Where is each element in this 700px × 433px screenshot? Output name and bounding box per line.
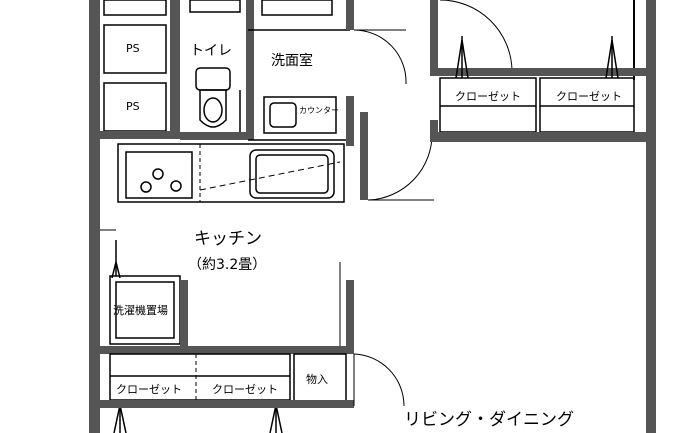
closet-bottom-base-wall [100,400,354,408]
toilet-label: トイレ [190,43,232,59]
kitchen-area-label: （約3.2畳） [188,257,267,273]
closet-top-right-label: クローゼット [556,90,622,103]
bedroom-left-wall [430,0,438,68]
counter-label: カウンター [299,106,339,115]
ps-divider-wall [170,0,180,138]
hall-door-swing [367,131,434,201]
washroom-label: 洗面室 [271,53,313,69]
ps-label-lower: PS [126,100,140,113]
kitchen-right-wall [346,280,354,348]
washroom-right-wall-lower [346,96,354,146]
washroom-door-swing [353,29,407,85]
storage-door-swing [353,353,405,407]
right-wall-inner-line [633,0,635,80]
right-outer-wall [646,0,656,433]
washroom-right-wall [346,0,354,30]
closet-block-top [439,36,635,133]
closet-bottom-right-label: クローゼット [212,383,278,396]
closet-top-left-label: クローゼット [455,90,521,103]
toilet-room [189,0,241,132]
toilet-bottom-wall [180,132,248,140]
closet-bottom-left-label: クローゼット [116,383,182,396]
ps-bottom-wall [100,131,180,139]
living-dining-label: リビング・ダイニング [404,410,574,430]
bedroom-door-swing [439,0,513,71]
toilet-washroom-wall [246,0,254,140]
closet-top-left-stub [430,120,438,142]
closet-bottom-top-wall [100,346,354,354]
laundry-right-wall [180,280,188,348]
closet-top-bottom-wall [430,132,646,142]
ps-label-upper: PS [126,42,140,55]
laundry-label: 洗濯機置場 [113,304,168,317]
laundry-area [109,240,181,345]
left-outer-wall [89,0,100,433]
bedroom-bottom-wall [430,68,646,76]
washroom [248,0,350,141]
kitchen-label: キッチン [194,229,262,249]
storage-label: 物入 [306,373,328,386]
hall-wall-segment [360,112,368,200]
kitchen-counter [117,143,345,203]
